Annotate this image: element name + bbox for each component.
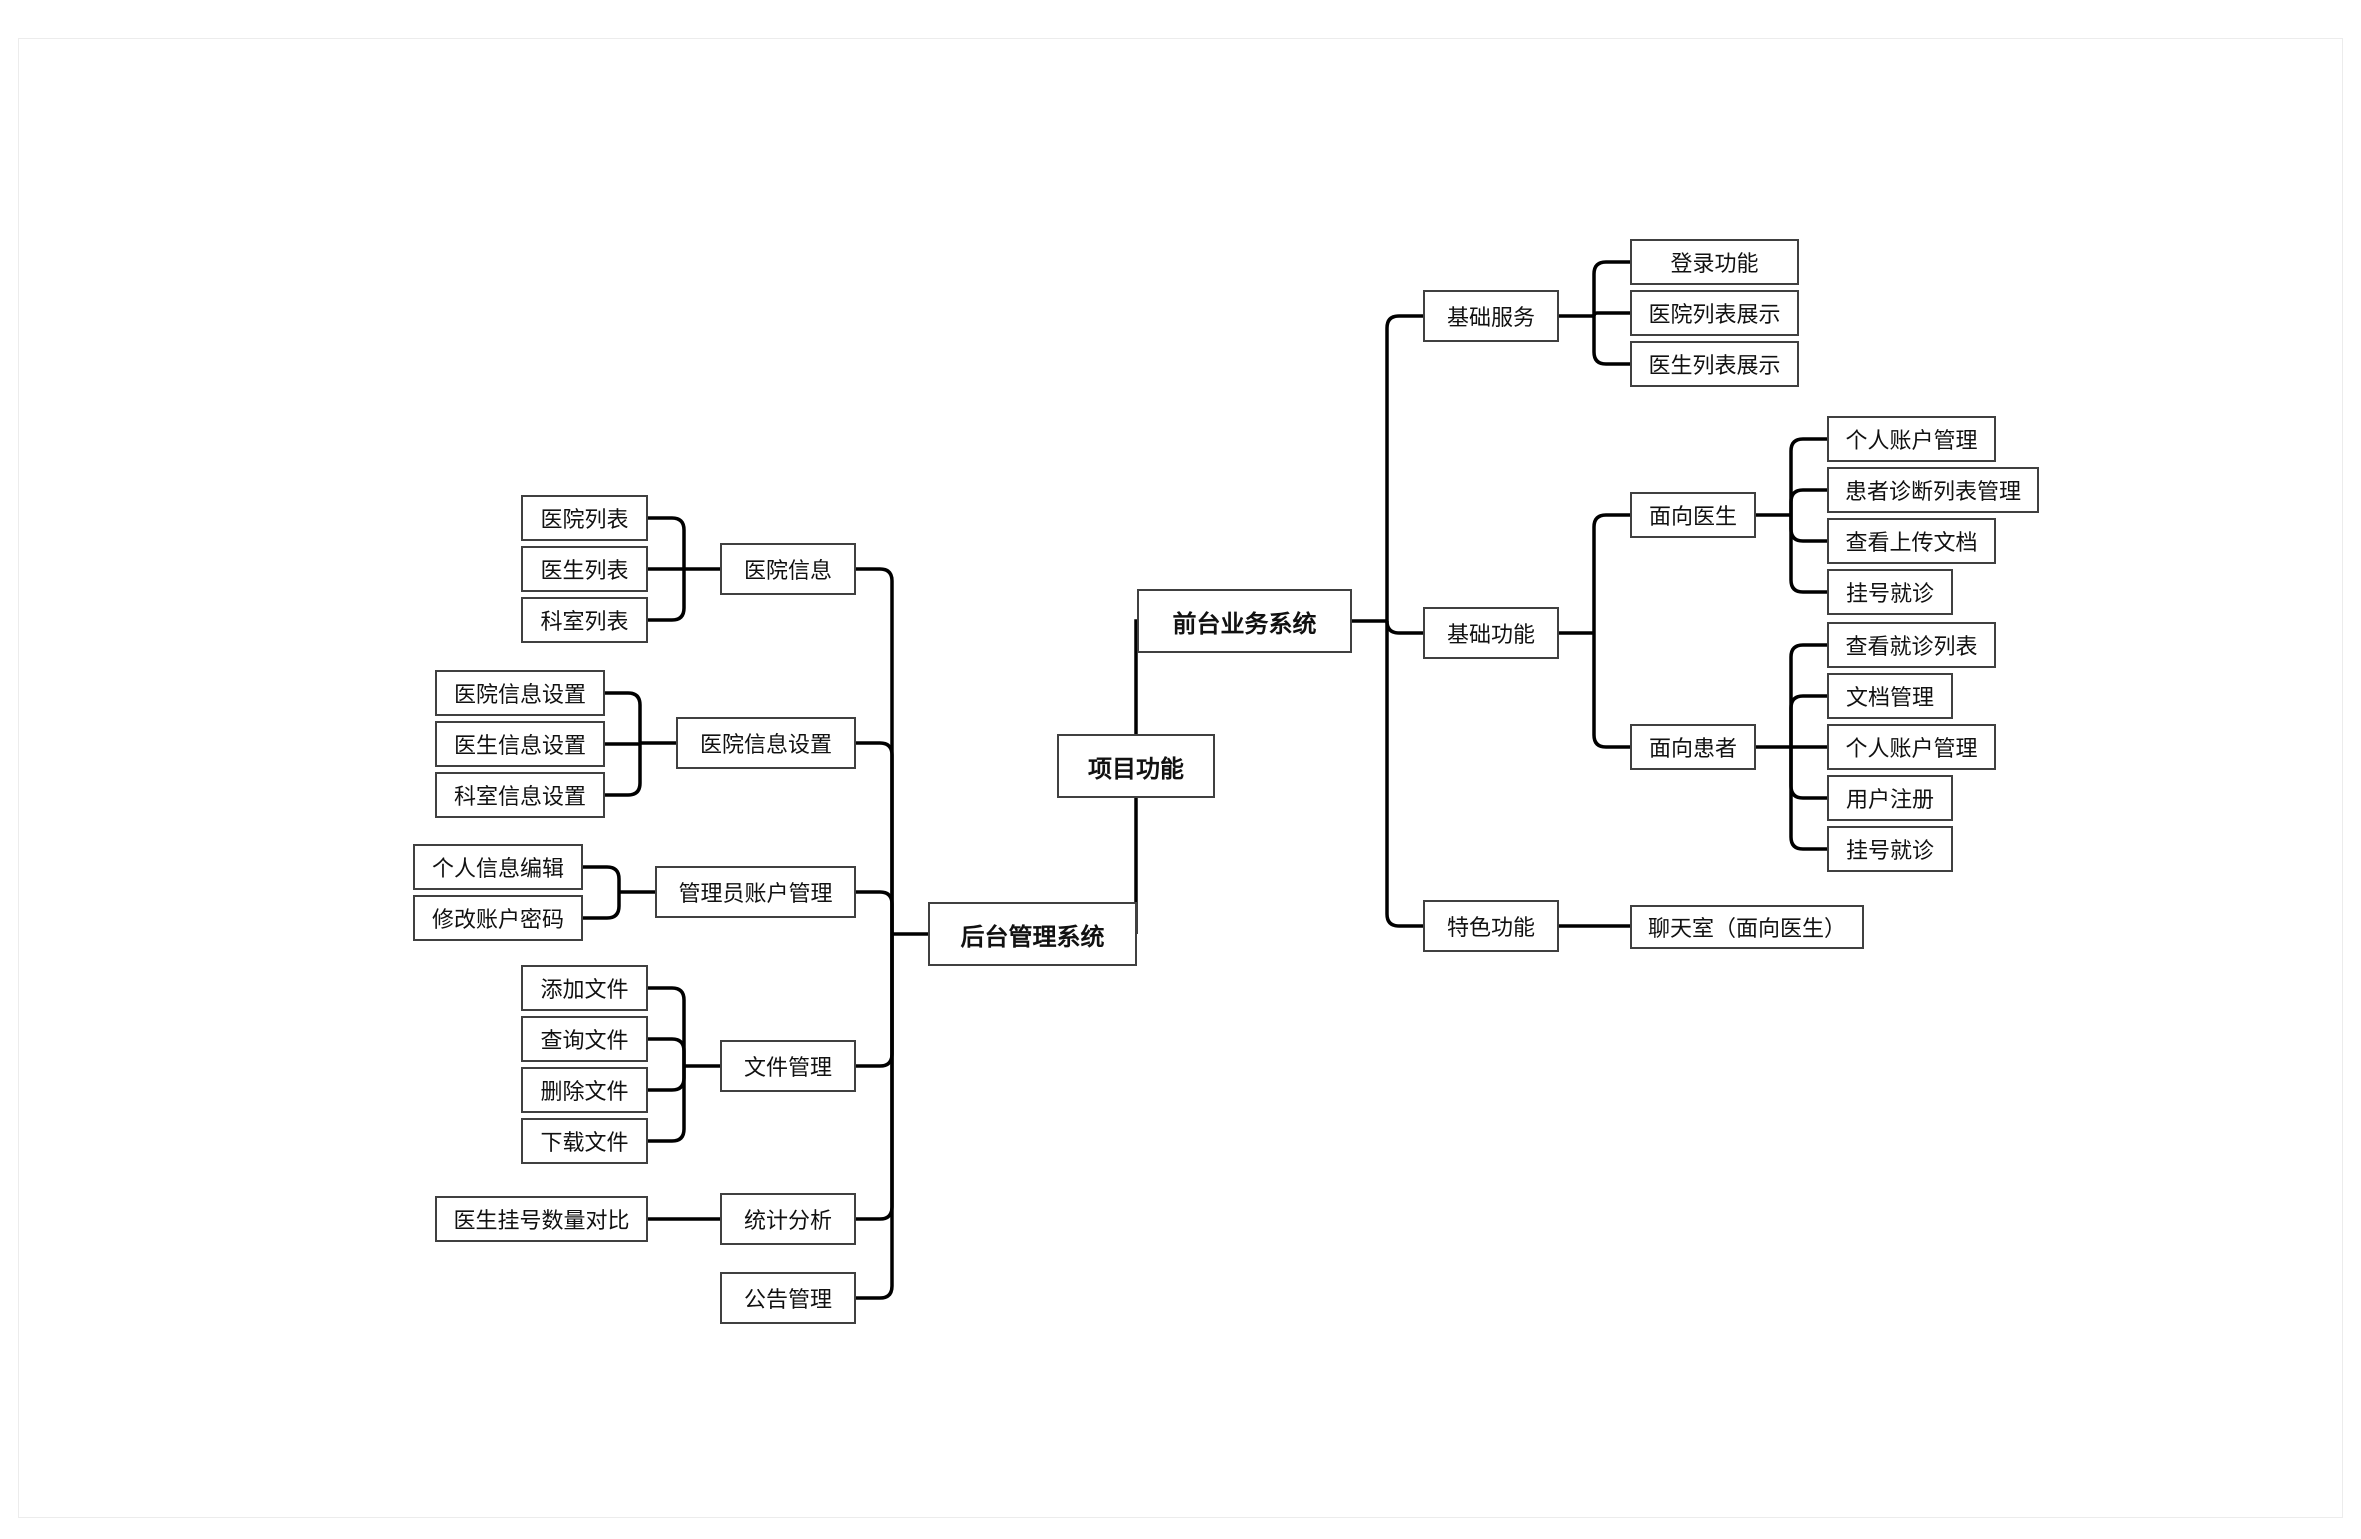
doctor-facing-node[interactable]: 面向医生 (1630, 492, 1756, 538)
edit-personal-info-node[interactable]: 个人信息编辑 (413, 844, 583, 890)
doctor-list-node[interactable]: 医生列表 (521, 546, 648, 592)
connector-line (856, 890, 894, 934)
connector-line (605, 691, 642, 743)
login-node[interactable]: 登录功能 (1630, 239, 1799, 285)
hospital-info-settings-node[interactable]: 医院信息设置 (435, 670, 605, 716)
connector-line (1789, 643, 1827, 747)
basic-service-node[interactable]: 基础服务 (1423, 290, 1559, 342)
connector-line (648, 516, 686, 569)
hospital-info-node[interactable]: 医院信息 (720, 543, 856, 595)
canvas-frame (18, 38, 2343, 1518)
patient-diagnosis-list-node[interactable]: 患者诊断列表管理 (1827, 467, 2039, 513)
document-management-node[interactable]: 文档管理 (1827, 673, 1953, 719)
connector-line (856, 934, 894, 1221)
connector-line (1134, 619, 1138, 734)
connector-line (1592, 633, 1630, 749)
view-uploaded-docs-node[interactable]: 查看上传文档 (1827, 518, 1996, 564)
delete-file-node[interactable]: 删除文件 (521, 1067, 648, 1113)
connector-line (856, 567, 894, 934)
download-file-node[interactable]: 下载文件 (521, 1118, 648, 1164)
file-management-node[interactable]: 文件管理 (720, 1040, 856, 1092)
hospital-list-display-node[interactable]: 医院列表展示 (1630, 290, 1799, 336)
hospital-settings-node[interactable]: 医院信息设置 (676, 717, 856, 769)
front-system-node[interactable]: 前台业务系统 (1137, 589, 1352, 653)
connector-line (856, 741, 894, 934)
department-list-node[interactable]: 科室列表 (521, 597, 648, 643)
back-system-node[interactable]: 后台管理系统 (928, 902, 1137, 966)
connector-line (1385, 621, 1423, 928)
change-password-node[interactable]: 修改账户密码 (413, 895, 583, 941)
basic-function-node[interactable]: 基础功能 (1423, 607, 1559, 659)
notice-management-node[interactable]: 公告管理 (720, 1272, 856, 1324)
connector-line (856, 934, 894, 1300)
connector-line (605, 742, 642, 746)
connector-line (856, 934, 894, 1068)
statistics-node[interactable]: 统计分析 (720, 1193, 856, 1245)
connector-line (648, 986, 686, 1066)
doctor-registration-comparison-node[interactable]: 医生挂号数量对比 (435, 1196, 648, 1242)
connector-line (1789, 515, 1827, 594)
connector-line (1789, 747, 1827, 800)
doctor-list-display-node[interactable]: 医生列表展示 (1630, 341, 1799, 387)
query-file-node[interactable]: 查询文件 (521, 1016, 648, 1062)
connector-line (1592, 513, 1630, 633)
root-node[interactable]: 项目功能 (1057, 734, 1215, 798)
connector-line (1385, 314, 1423, 621)
user-registration-node[interactable]: 用户注册 (1827, 775, 1953, 821)
connector-line (1592, 316, 1630, 366)
doctor-info-settings-node[interactable]: 医生信息设置 (435, 721, 605, 767)
add-file-node[interactable]: 添加文件 (521, 965, 648, 1011)
admin-account-node[interactable]: 管理员账户管理 (655, 866, 856, 918)
connector-line (648, 569, 686, 622)
patient-registration-visit-node[interactable]: 挂号就诊 (1827, 826, 1953, 872)
connector-line (648, 1037, 686, 1066)
connector-line (605, 743, 642, 797)
doctor-account-node[interactable]: 个人账户管理 (1827, 416, 1996, 462)
connector-line (1789, 747, 1827, 851)
connector-line (1789, 437, 1827, 515)
connector-line (1789, 488, 1827, 515)
special-function-node[interactable]: 特色功能 (1423, 900, 1559, 952)
connector-line (1592, 260, 1630, 316)
connector-line (583, 892, 621, 920)
connector-line (1789, 694, 1827, 747)
patient-account-node[interactable]: 个人账户管理 (1827, 724, 1996, 770)
chatroom-node[interactable]: 聊天室（面向医生） (1630, 905, 1864, 949)
connector-line (648, 1066, 686, 1092)
doctor-registration-visit-node[interactable]: 挂号就诊 (1827, 569, 1953, 615)
hospital-list-node[interactable]: 医院列表 (521, 495, 648, 541)
connector-line (1789, 515, 1827, 543)
connector-line (1592, 311, 1630, 317)
patient-facing-node[interactable]: 面向患者 (1630, 724, 1756, 770)
connector-line (583, 865, 621, 892)
department-info-settings-node[interactable]: 科室信息设置 (435, 772, 605, 818)
connector-line (648, 1066, 686, 1143)
connector-line (1385, 620, 1423, 635)
view-visit-list-node[interactable]: 查看就诊列表 (1827, 622, 1996, 668)
